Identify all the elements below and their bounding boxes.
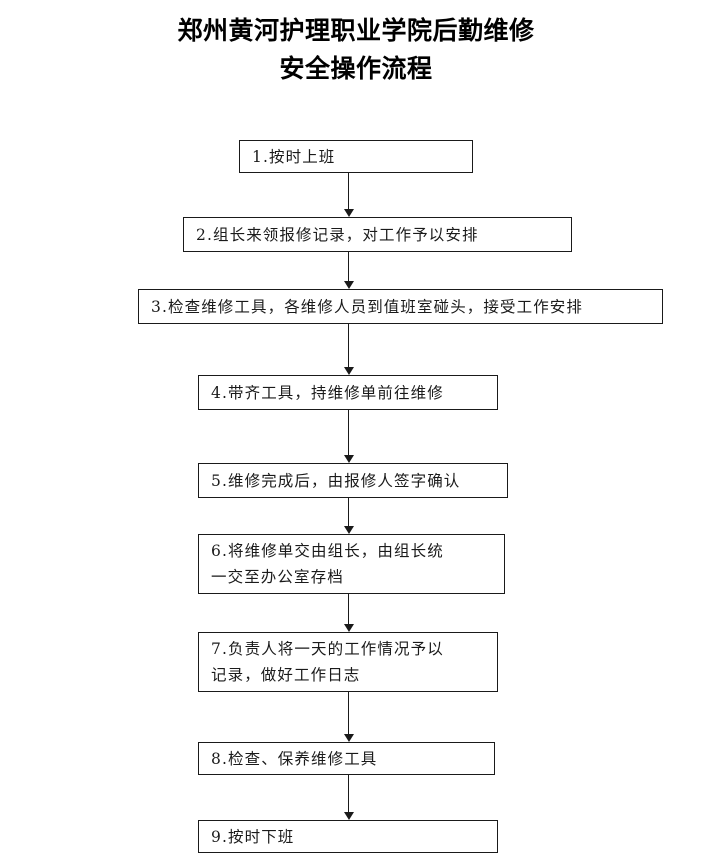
arrowhead-icon-2-to-3 — [343, 281, 354, 289]
connector-4-to-5 — [348, 410, 349, 457]
flow-node-text-9-line-1: 9.按时下班 — [211, 827, 295, 846]
flow-node-step-8: 8.检查、保养维修工具 — [198, 742, 495, 775]
arrowhead-icon-1-to-2 — [343, 209, 354, 217]
flow-node-step-9: 9.按时下班 — [198, 820, 498, 853]
flow-node-text-6-line-1: 6.将维修单交由组长，由组长统 — [211, 542, 444, 560]
flow-node-text-2-line-1: 2.组长来领报修记录，对工作予以安排 — [196, 225, 479, 244]
flow-node-step-4: 4.带齐工具，持维修单前往维修 — [198, 375, 498, 410]
arrowhead-icon-7-to-8 — [343, 734, 354, 742]
connector-2-to-3 — [348, 252, 349, 283]
arrowhead-icon-6-to-7 — [343, 624, 354, 632]
flow-node-step-5: 5.维修完成后，由报修人签字确认 — [198, 463, 508, 498]
flow-node-text-5-line-1: 5.维修完成后，由报修人签字确认 — [211, 471, 461, 490]
flow-node-text-4-line-1: 4.带齐工具，持维修单前往维修 — [211, 383, 444, 402]
flow-node-step-7: 7.负责人将一天的工作情况予以记录，做好工作日志 — [198, 632, 498, 692]
connector-1-to-2 — [348, 173, 349, 211]
arrowhead-icon-3-to-4 — [343, 367, 354, 375]
flow-node-text-8-line-1: 8.检查、保养维修工具 — [211, 749, 378, 768]
flow-node-text-3-line-1: 3.检查维修工具，各维修人员到值班室碰头，接受工作安排 — [151, 297, 583, 316]
flow-node-text-7-line-1: 7.负责人将一天的工作情况予以 — [211, 640, 444, 658]
document-title: 郑州黄河护理职业学院后勤维修 安全操作流程 — [0, 12, 712, 88]
flow-node-step-1: 1.按时上班 — [239, 140, 473, 173]
connector-6-to-7 — [348, 594, 349, 626]
flow-node-text-6-line-2: 一交至办公室存档 — [211, 568, 344, 586]
arrowhead-icon-8-to-9 — [343, 812, 354, 820]
title-line-1: 郑州黄河护理职业学院后勤维修 — [177, 16, 535, 45]
flow-node-step-6: 6.将维修单交由组长，由组长统一交至办公室存档 — [198, 534, 505, 594]
flow-node-text-7-line-2: 记录，做好工作日志 — [211, 666, 361, 684]
title-line-2: 安全操作流程 — [279, 54, 433, 83]
arrowhead-icon-4-to-5 — [343, 455, 354, 463]
connector-5-to-6 — [348, 498, 349, 528]
connector-7-to-8 — [348, 692, 349, 736]
flow-node-text-1-line-1: 1.按时上班 — [252, 147, 336, 166]
connector-8-to-9 — [348, 775, 349, 814]
arrowhead-icon-5-to-6 — [343, 526, 354, 534]
flow-node-step-2: 2.组长来领报修记录，对工作予以安排 — [183, 217, 572, 252]
flow-node-step-3: 3.检查维修工具，各维修人员到值班室碰头，接受工作安排 — [138, 289, 663, 324]
connector-3-to-4 — [348, 324, 349, 369]
